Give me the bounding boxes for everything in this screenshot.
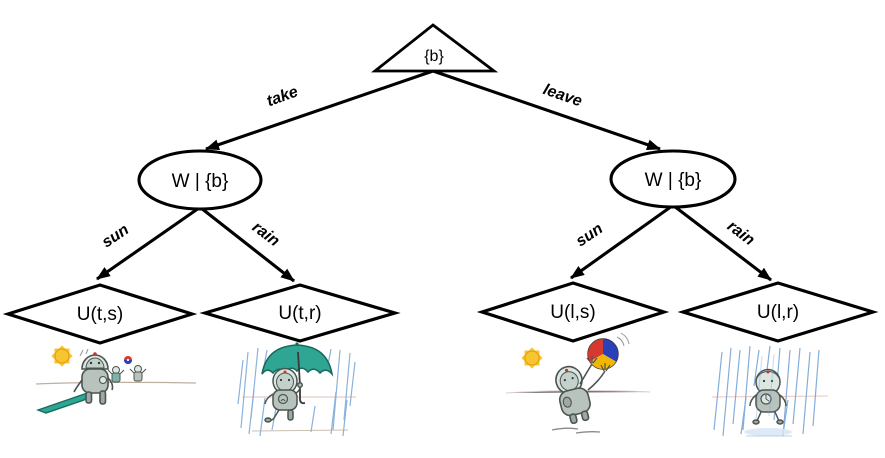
closed-umbrella-icon (36, 389, 97, 414)
chance-right-ellipse (609, 149, 737, 209)
utility-leave-sun-diamond (476, 281, 670, 343)
chance-node-left: W | {b} (137, 149, 263, 211)
mini-robots-icon (107, 365, 147, 383)
utility-node-take-sun: U(t,s) (2, 283, 198, 345)
utility-node-leave-sun: U(l,s) (476, 281, 670, 343)
scene-leave-rain (711, 345, 829, 437)
open-umbrella-icon (261, 342, 334, 405)
edge-leave-sun-arrow (570, 204, 673, 280)
rain-icon (713, 345, 820, 437)
root-node-label: {b} (424, 48, 444, 65)
robot-icon (73, 348, 114, 405)
edge-leave-arrow (432, 69, 661, 151)
edge-leave-rain-arrow (673, 204, 772, 282)
chance-left-ellipse (137, 149, 263, 211)
ground-line (35, 381, 197, 385)
edge-take-sun-arrow (96, 206, 200, 281)
robot-icon (555, 356, 611, 425)
utility-leave-rain-label: U(l,r) (757, 302, 799, 323)
rain-foreground (755, 353, 775, 421)
ground-line (251, 429, 349, 432)
scene-take-sun (35, 345, 197, 414)
utility-take-rain-label: U(t,r) (278, 303, 321, 324)
edge-take-rain-arrow (200, 206, 295, 283)
edge-leave-sun-label: sun (573, 220, 606, 250)
root-decision-node: {b} (370, 23, 499, 73)
robot-icon (749, 368, 787, 425)
tree-edges (96, 69, 772, 283)
utility-take-sun-label: U(t,s) (77, 304, 123, 325)
utility-take-rain-diamond (199, 283, 401, 343)
utility-node-take-rain: U(t,r) (199, 283, 401, 343)
chance-left-label: W | {b} (172, 171, 229, 192)
robot-icon (264, 367, 303, 423)
edge-take-sun-label: sun (99, 221, 132, 251)
chance-right-label: W | {b} (645, 170, 702, 191)
edge-leave-rain-label: rain (724, 218, 758, 249)
edge-take-arrow (205, 69, 434, 151)
utility-leave-sun-label: U(l,s) (550, 302, 595, 323)
shadow-icon (551, 427, 601, 434)
sun-icon (521, 347, 543, 369)
utility-node-leave-rain: U(l,r) (677, 281, 879, 343)
scene-take-rain (237, 342, 356, 437)
sun-icon (51, 345, 73, 367)
utility-take-sun-diamond (2, 283, 198, 345)
edge-take-rain-label: rain (249, 219, 283, 250)
root-triangle (370, 23, 499, 73)
beach-ball-icon (587, 332, 630, 370)
ball-icon (124, 356, 132, 364)
utility-leave-rain-diamond (677, 281, 879, 343)
scene-leave-sun (505, 332, 651, 434)
edge-leave-label: leave (541, 81, 584, 110)
puddle-icon (744, 428, 792, 437)
chance-node-right: W | {b} (609, 149, 737, 209)
edge-take-label: take (265, 83, 301, 110)
